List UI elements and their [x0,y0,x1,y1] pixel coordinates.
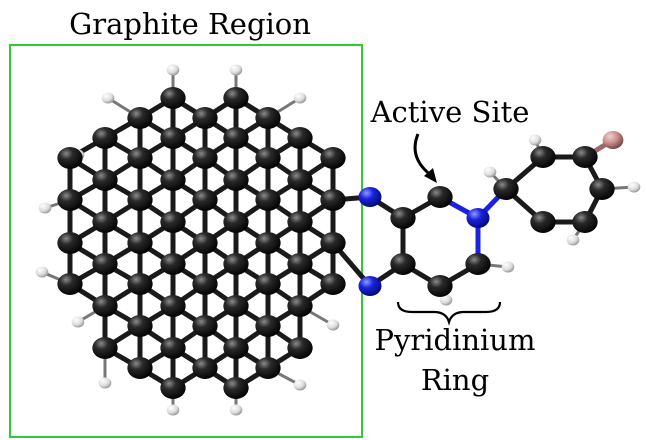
carbon-atom [127,315,153,337]
carbon-atom [493,178,519,200]
carbon-atom [427,186,453,208]
carbon-atom [320,189,346,211]
hydrogen-atom [293,379,307,391]
carbon-atom [160,211,186,233]
hydrogen-atom [35,266,49,278]
carbon-atom [287,253,313,275]
carbon-atom [530,211,556,233]
carbon-atom [223,211,249,233]
carbon-atom [192,107,218,129]
carbon-atom [589,178,615,200]
hydrogen-atom [98,377,112,389]
nitrogen-atom [466,208,490,228]
carbon-atom [192,315,218,337]
hydrogen-atom [166,64,180,76]
carbon-atom [127,273,153,295]
atom-layer [35,64,641,416]
carbon-atom [192,357,218,379]
carbon-atom [223,295,249,317]
graphite-region-box [9,44,363,438]
carbon-atom [192,189,218,211]
carbon-atom [287,211,313,233]
hydrogen-atom [528,134,542,146]
carbon-atom [57,232,83,254]
carbon-atom [160,337,186,359]
carbon-atom [160,295,186,317]
graphite-region-label: Graphite Region [69,7,311,41]
hydrogen-atom [229,404,243,416]
carbon-atom [92,169,118,191]
carbon-atom [255,147,281,169]
carbon-atom [127,147,153,169]
carbon-atom [92,127,118,149]
carbon-atom [390,207,416,229]
hydrogen-atom [566,234,580,246]
carbon-atom [223,87,249,109]
carbon-atom [427,275,453,297]
carbon-atom [390,253,416,275]
carbon-atom [572,211,598,233]
carbon-atom [160,253,186,275]
carbon-atom [127,357,153,379]
carbon-atom [92,337,118,359]
carbon-atom [255,189,281,211]
carbon-atom [223,169,249,191]
carbon-atom [320,147,346,169]
carbon-atom [255,107,281,129]
carbon-atom [127,107,153,129]
hydrogen-atom [627,181,641,193]
carbon-atom [192,232,218,254]
hydrogen-atom [101,92,115,104]
carbon-atom [57,273,83,295]
carbon-atom [320,273,346,295]
carbon-atom [320,232,346,254]
nitrogen-atom [358,276,382,296]
pyridinium-label-line2: Ring [421,363,489,397]
hydrogen-atom [501,261,515,273]
pyridinium-label-line1: Pyridinium [374,323,535,357]
carbon-atom [92,211,118,233]
carbon-atom [465,253,491,275]
carbon-atom [223,337,249,359]
active-site-label: Active Site [370,95,530,129]
hydrogen-atom [71,316,85,328]
carbon-atom [192,147,218,169]
carbon-atom [572,146,598,168]
carbon-atom [160,87,186,109]
carbon-atom [127,189,153,211]
active-site-arrow [413,133,437,183]
carbon-atom [255,273,281,295]
carbon-atom [530,146,556,168]
pyridinium-brace [396,301,502,326]
carbon-atom [223,253,249,275]
hydrogen-atom [326,319,340,331]
carbon-atom [223,377,249,399]
carbon-atom [127,232,153,254]
carbon-atom [255,315,281,337]
carbon-atom [92,295,118,317]
carbon-atom [287,337,313,359]
carbon-atom [255,357,281,379]
hydrogen-atom [293,92,307,104]
hydrogen-atom [166,404,180,416]
carbon-atom [287,127,313,149]
carbon-atom [160,377,186,399]
carbon-atom [223,127,249,149]
carbon-atom [160,169,186,191]
bromine-atom [602,131,624,149]
carbon-atom [57,147,83,169]
hydrogen-atom [229,64,243,76]
carbon-atom [255,232,281,254]
carbon-atom [287,169,313,191]
hydrogen-atom [38,202,52,214]
carbon-atom [160,127,186,149]
carbon-atom [92,253,118,275]
carbon-atom [287,295,313,317]
hydrogen-atom [439,294,453,306]
carbon-atom [57,189,83,211]
carbon-atom [192,273,218,295]
hydrogen-atom [483,166,497,178]
nitrogen-atom [358,187,382,207]
